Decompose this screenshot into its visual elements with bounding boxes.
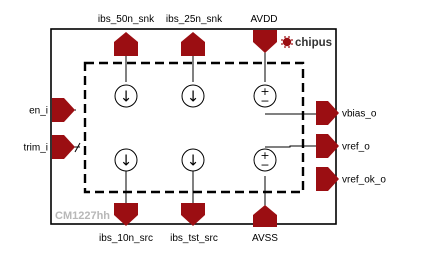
chipus-logo: chipus [281,36,332,49]
current-arrow-down-icon: ↓ [187,88,200,106]
voltage-source-vref: + − [253,148,277,172]
pin-label-avss: AVSS [252,233,278,244]
pin-en-i [52,98,75,122]
current-source-ibs-25n-snk: ↓ [181,84,205,108]
minus-sign-icon: − [260,159,269,172]
pin-label-ibs-50n-snk: ibs_50n_snk [98,14,155,25]
pin-label-trim-i: trim_i [24,143,48,154]
plus-sign-icon: + [260,149,269,162]
current-source-ibs-50n-snk: ↓ [114,84,138,108]
internal-dashed-boundary [83,61,305,194]
pin-avss [253,205,277,227]
pin-label-avdd: AVDD [250,14,277,25]
minus-sign-icon: − [260,95,269,108]
pin-label-vref-ok-o: vref_ok_o [342,175,386,186]
current-source-ibs-tst-src: ↓ [181,148,205,172]
pin-label-ibs-25n-snk: ibs_25n_snk [166,14,223,25]
pin-label-ibs-tst-src: ibs_tst_src [170,233,218,244]
wires [73,50,318,206]
pin-ibs-25n-snk [181,32,205,56]
voltage-source-vbias: + − [253,84,277,108]
pin-avdd [253,30,277,53]
pin-label-vbias-o: vbias_o [342,109,377,120]
chip-name: CM1227hh [55,210,110,222]
current-arrow-down-icon: ↓ [120,88,133,106]
current-source-ibs-10n-src: ↓ [114,148,138,172]
plus-sign-icon: + [260,85,269,98]
pin-trim-i [52,135,75,159]
pin-label-en-i: en_i [29,106,48,117]
pin-ibs-50n-snk [114,32,138,56]
chip-logo-icon [281,36,293,48]
logo-text: chipus [295,37,332,49]
pin-vref-o [316,134,339,158]
pin-vref-ok-o [316,167,339,191]
pin-vbias-o [316,101,339,125]
current-arrow-down-icon: ↓ [120,152,133,170]
pin-ibs-10n-src [114,203,138,226]
pin-ibs-tst-src [181,203,205,226]
current-arrow-down-icon: ↓ [187,152,200,170]
pin-label-vref-o: vref_o [342,142,370,153]
pin-label-ibs-10n-src: ibs_10n_src [99,233,153,244]
